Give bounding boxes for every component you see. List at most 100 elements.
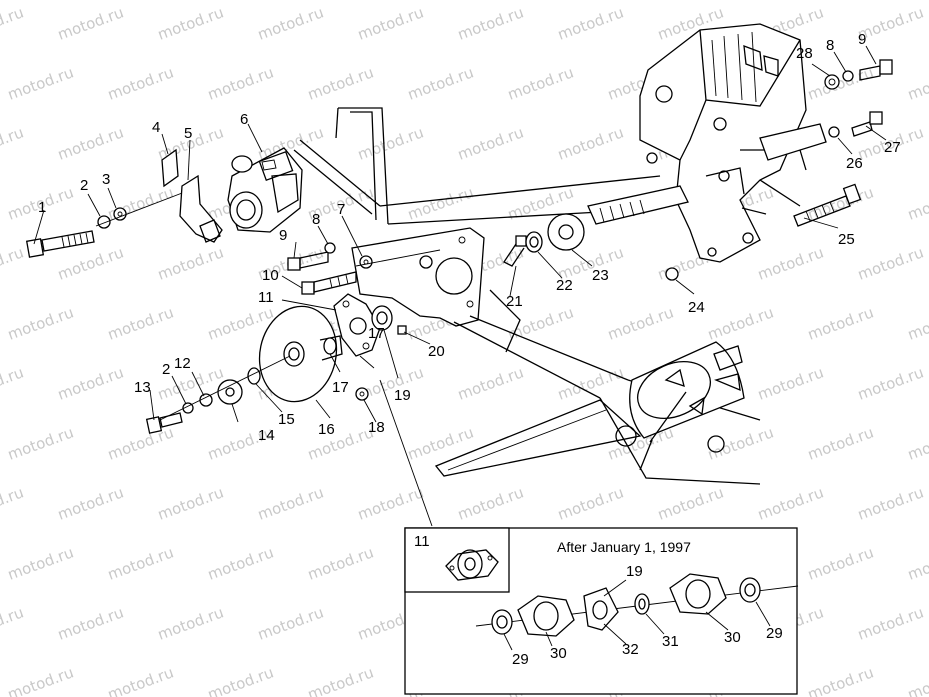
bracket-5 <box>179 174 223 243</box>
watermark-text: motod.ru <box>5 63 76 103</box>
watermark-text: motod.ru <box>55 603 126 643</box>
callout-label: 23 <box>592 267 609 284</box>
watermark-text: motod.ru <box>805 183 876 223</box>
inset-seal-29b <box>739 577 761 603</box>
watermark-text: motod.ru <box>55 243 126 283</box>
callout-label: 18 <box>368 419 385 436</box>
watermark-text: motod.ru <box>105 303 176 343</box>
callout-label: 17 <box>332 379 349 396</box>
watermark-text: motod.ru <box>605 303 676 343</box>
callout-label: 26 <box>846 155 863 172</box>
callout-label: 22 <box>556 277 573 294</box>
watermark-text: motod.ru <box>205 663 276 697</box>
callout-label: 9 <box>279 227 287 244</box>
watermark-text: motod.ru <box>655 483 726 523</box>
callout-label: 6 <box>240 111 248 128</box>
watermark-text: motod.ru <box>755 243 826 283</box>
inset-bearing-32 <box>583 587 619 631</box>
watermark-text: motod.ru <box>355 483 426 523</box>
callout-label: 3 <box>102 171 110 188</box>
nut-8 <box>842 70 854 82</box>
watermark-text: motod.ru <box>905 303 929 343</box>
inset-callout-label: 30 <box>550 645 567 662</box>
bolt-27 <box>851 111 883 137</box>
bearing-19 <box>371 305 393 331</box>
lock-washer-2 <box>97 215 111 229</box>
watermark-text: motod.ru <box>55 483 126 523</box>
inset-callout-label: 19 <box>626 563 643 580</box>
watermark-text: motod.ru <box>905 423 929 463</box>
watermark-text: motod.ru <box>55 363 126 403</box>
callout-label: 4 <box>152 119 160 136</box>
watermark-text: motod.ru <box>805 543 876 583</box>
bolt-1 <box>25 230 95 258</box>
watermark-text: motod.ru <box>0 3 26 43</box>
callout-label: 11 <box>258 289 274 306</box>
sprocket-14 <box>217 379 243 405</box>
frame-drawing <box>293 107 761 485</box>
watermark-text: motod.ru <box>805 423 876 463</box>
washer-12 <box>199 393 213 407</box>
watermark-text: motod.ru <box>155 3 226 43</box>
watermark-text: motod.ru <box>155 603 226 643</box>
callout-label: 9 <box>858 31 866 48</box>
watermark-text: motod.ru <box>0 243 26 283</box>
watermark-text: motod.ru <box>255 483 326 523</box>
washer-8 <box>324 242 336 254</box>
watermark-text: motod.ru <box>455 363 526 403</box>
washer-22 <box>525 231 543 253</box>
callout-label: 16 <box>318 421 335 438</box>
callout-label: 2 <box>162 361 170 378</box>
inset-callout-label: 29 <box>512 651 529 668</box>
inset-flange-30b <box>669 573 727 615</box>
watermark-text: motod.ru <box>355 123 426 163</box>
watermark-text: motod.ru <box>455 3 526 43</box>
watermark-text: motod.ru <box>0 603 26 643</box>
watermark-text: motod.ru <box>5 423 76 463</box>
decal-4 <box>161 148 179 188</box>
watermark-text: motod.ru <box>705 303 776 343</box>
callout-label: 8 <box>312 211 320 228</box>
inset-callout-label: 32 <box>622 641 639 658</box>
callout-label: 28 <box>796 45 813 62</box>
inset-callout-label: 30 <box>724 629 741 646</box>
watermark-text: motod.ru <box>455 483 526 523</box>
watermark-text: motod.ru <box>905 183 929 223</box>
bolt-13 <box>145 412 183 434</box>
watermark-text: motod.ru <box>505 63 576 103</box>
engine-drawing <box>587 23 827 263</box>
inset-flange-30a <box>517 595 575 637</box>
inset-callout-label: 31 <box>662 633 679 650</box>
sprocket-23 <box>547 213 585 251</box>
watermark-text: motod.ru <box>105 663 176 697</box>
watermark-text: motod.ru <box>755 483 826 523</box>
motor-housing-6 <box>227 147 303 233</box>
callout-label: 15 <box>278 411 295 428</box>
watermark-text: motod.ru <box>305 423 376 463</box>
inset-labels: 11 19 29 30 32 31 30 29 <box>414 533 783 668</box>
watermark-text: motod.ru <box>305 663 376 697</box>
watermark-text: motod.ru <box>105 63 176 103</box>
watermark-text: motod.ru <box>905 63 929 103</box>
watermark-text: motod.ru <box>855 243 926 283</box>
callout-label: 12 <box>174 355 191 372</box>
watermark-text: motod.ru <box>405 183 476 223</box>
watermark-text: motod.ru <box>755 363 826 403</box>
callout-label: 2 <box>80 177 88 194</box>
watermark-text: motod.ru <box>55 123 126 163</box>
watermark-text: motod.ru <box>55 3 126 43</box>
watermark-text: motod.ru <box>855 603 926 643</box>
watermark-text: motod.ru <box>255 603 326 643</box>
inset-collar-31 <box>634 593 650 615</box>
watermark-text: motod.ru <box>855 483 926 523</box>
inset-callout-label: 11 <box>414 533 430 550</box>
watermark-text: motod.ru <box>155 243 226 283</box>
watermark-text: motod.ru <box>105 423 176 463</box>
watermark-text: motod.ru <box>405 63 476 103</box>
inset-callout-label: 29 <box>766 625 783 642</box>
key-20 <box>397 325 407 335</box>
nut-18 <box>355 387 369 401</box>
callout-label: 17 <box>368 325 385 342</box>
callout-label: 21 <box>506 293 523 310</box>
